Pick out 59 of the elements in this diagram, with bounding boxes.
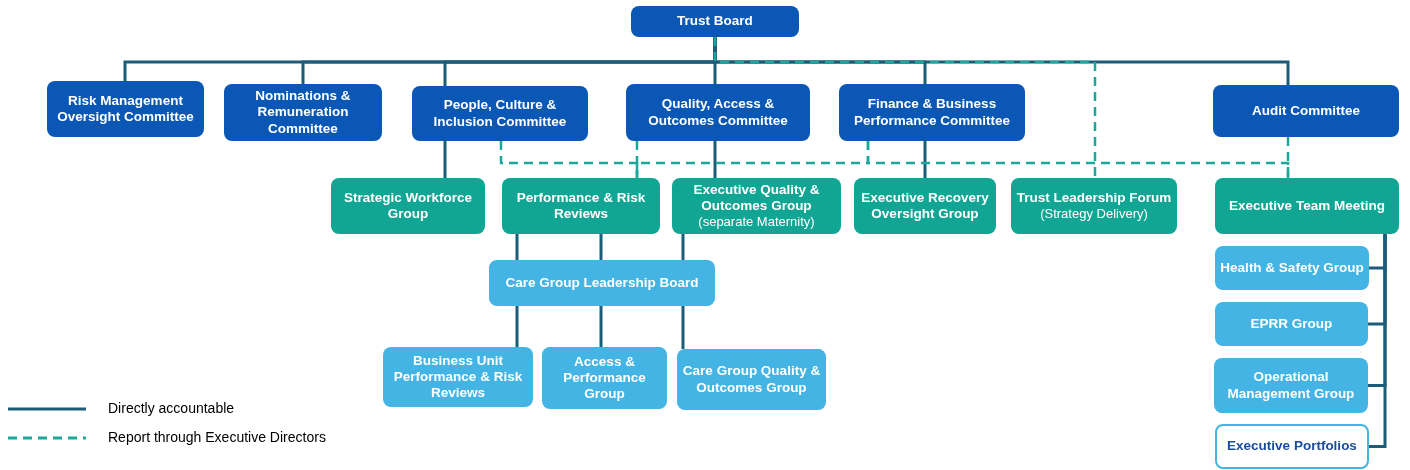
org-box <box>854 178 996 234</box>
org-box <box>502 178 660 234</box>
box-title: Risk Management Oversight Committee <box>56 92 195 126</box>
dashed-connector <box>635 141 639 178</box>
connector-line <box>681 234 685 260</box>
org-box <box>1214 358 1368 413</box>
org-box <box>224 84 382 141</box>
box-title: Care Group Leadership Board <box>505 274 699 292</box>
connector-line <box>923 141 927 178</box>
box-title: Performance & Risk Reviews <box>515 189 647 223</box>
box-title: Executive Team Meeting <box>1229 197 1385 215</box>
org-box <box>1011 178 1177 234</box>
box-title: Audit Committee <box>1252 102 1360 120</box>
legend-label: Report through Executive Directors <box>108 430 326 444</box>
box-title: EPRR Group <box>1250 315 1333 333</box>
connector-line <box>681 306 685 349</box>
box-note: (Strategy Delivery) <box>1040 206 1148 222</box>
dashed-connector <box>866 141 1290 178</box>
connector-line <box>1369 234 1387 448</box>
legend-label: Directly accountable <box>108 401 235 415</box>
box-title: Nominations & Remuneration Committee <box>254 88 352 137</box>
org-box <box>839 84 1025 141</box>
org-box <box>383 347 533 407</box>
connector-line <box>599 306 603 347</box>
org-box <box>542 347 667 409</box>
org-box <box>626 84 810 141</box>
org-box <box>1215 246 1369 290</box>
box-title: Care Group Quality & Outcomes Group <box>681 363 822 396</box>
org-box <box>1215 424 1369 469</box>
org-box <box>331 178 485 234</box>
box-title: Operational Management Group <box>1226 369 1356 402</box>
box-title: Executive Recovery Oversight Group <box>860 189 990 223</box>
box-title: Executive Portfolios <box>1227 438 1357 455</box>
box-title: People, Culture & Inclusion Committee <box>432 97 568 130</box>
connector-line <box>443 141 447 178</box>
box-title: Finance & Business Performance Committee <box>852 96 1012 129</box>
org-box <box>631 6 799 37</box>
org-box <box>672 178 841 234</box>
box-title: Business Unit Performance & Risk Reviews <box>392 352 524 402</box>
org-box <box>489 260 715 306</box>
box-title: Executive Quality & Outcomes Group <box>692 182 821 215</box>
dashed-connector <box>1286 137 1290 178</box>
org-box <box>677 349 826 410</box>
box-title: Access & Performance Group <box>562 353 647 403</box>
box-title: Trust Board <box>677 13 753 30</box>
box-title: Strategic Workforce Group <box>342 189 473 223</box>
connector-line <box>515 306 519 347</box>
box-note: (separate Maternity) <box>698 214 815 230</box>
box-title: Quality, Access & Outcomes Committee <box>647 96 789 129</box>
org-box <box>412 86 588 141</box>
org-box <box>1215 178 1399 234</box>
org-box <box>1215 302 1368 346</box>
box-title: Health & Safety Group <box>1220 259 1364 277</box>
box-title: Trust Leadership Forum <box>1016 190 1172 207</box>
connector-line <box>713 141 717 178</box>
dashed-connector <box>713 37 1097 178</box>
connector-line <box>515 232 603 262</box>
org-box <box>1213 85 1399 137</box>
org-box <box>47 81 204 137</box>
